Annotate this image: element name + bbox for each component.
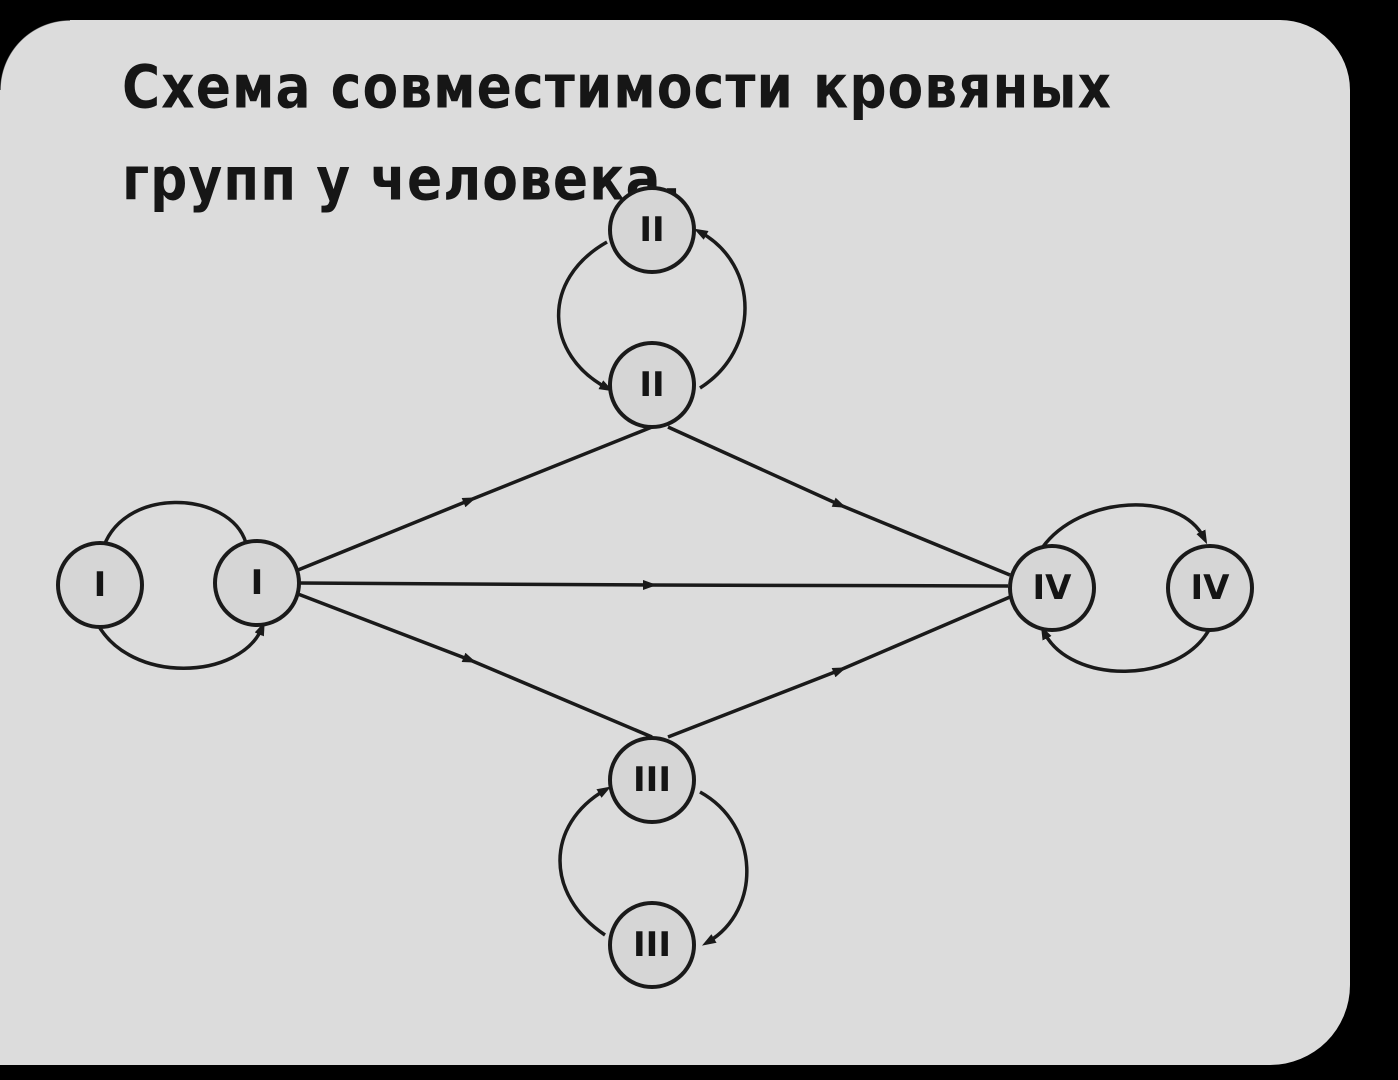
node-label: IV: [1191, 568, 1231, 608]
edge-i-right-to-i-left: [98, 500, 248, 559]
node-label: I: [251, 563, 264, 603]
node-label: I: [94, 565, 107, 605]
edges-layer: [95, 228, 1212, 946]
node-label: III: [633, 925, 671, 965]
node-group-iii-top: III: [608, 736, 696, 824]
edge-iv-right-to-iv-left: [1040, 625, 1212, 673]
node-label: II: [639, 365, 664, 405]
edge-i-to-iv: [297, 579, 1009, 590]
node-group-ii-bottom: II: [608, 341, 696, 429]
edge-i-to-ii: [297, 425, 653, 572]
edge-i-to-iii: [297, 592, 653, 739]
edge-ii-to-iv: [667, 425, 1011, 577]
edge-ii-bottom-to-ii-top: [693, 228, 747, 390]
node-group-i-right: I: [213, 539, 301, 627]
nodes-layer: I I II II III III: [56, 186, 1254, 989]
edge-ii-top-to-ii-bottom: [556, 240, 614, 392]
node-group-iii-bottom: III: [608, 901, 696, 989]
node-group-iv-right: IV: [1166, 544, 1254, 632]
edge-iii-bottom-to-iii-top: [558, 786, 612, 937]
edge-iv-left-to-iv-right: [1040, 503, 1208, 550]
node-label: III: [633, 760, 671, 800]
edge-iii-to-iv: [667, 595, 1011, 739]
node-group-iv-left: IV: [1008, 544, 1096, 632]
edge-i-left-to-i-right: [95, 621, 265, 670]
node-group-ii-top: II: [608, 186, 696, 274]
node-group-i-left: I: [56, 541, 144, 629]
node-label: II: [639, 210, 664, 250]
node-label: IV: [1033, 568, 1073, 608]
edge-iii-top-to-iii-bottom: [699, 790, 749, 946]
diagram-title: Схема совместимости кровяных групп у чел…: [122, 53, 1113, 215]
